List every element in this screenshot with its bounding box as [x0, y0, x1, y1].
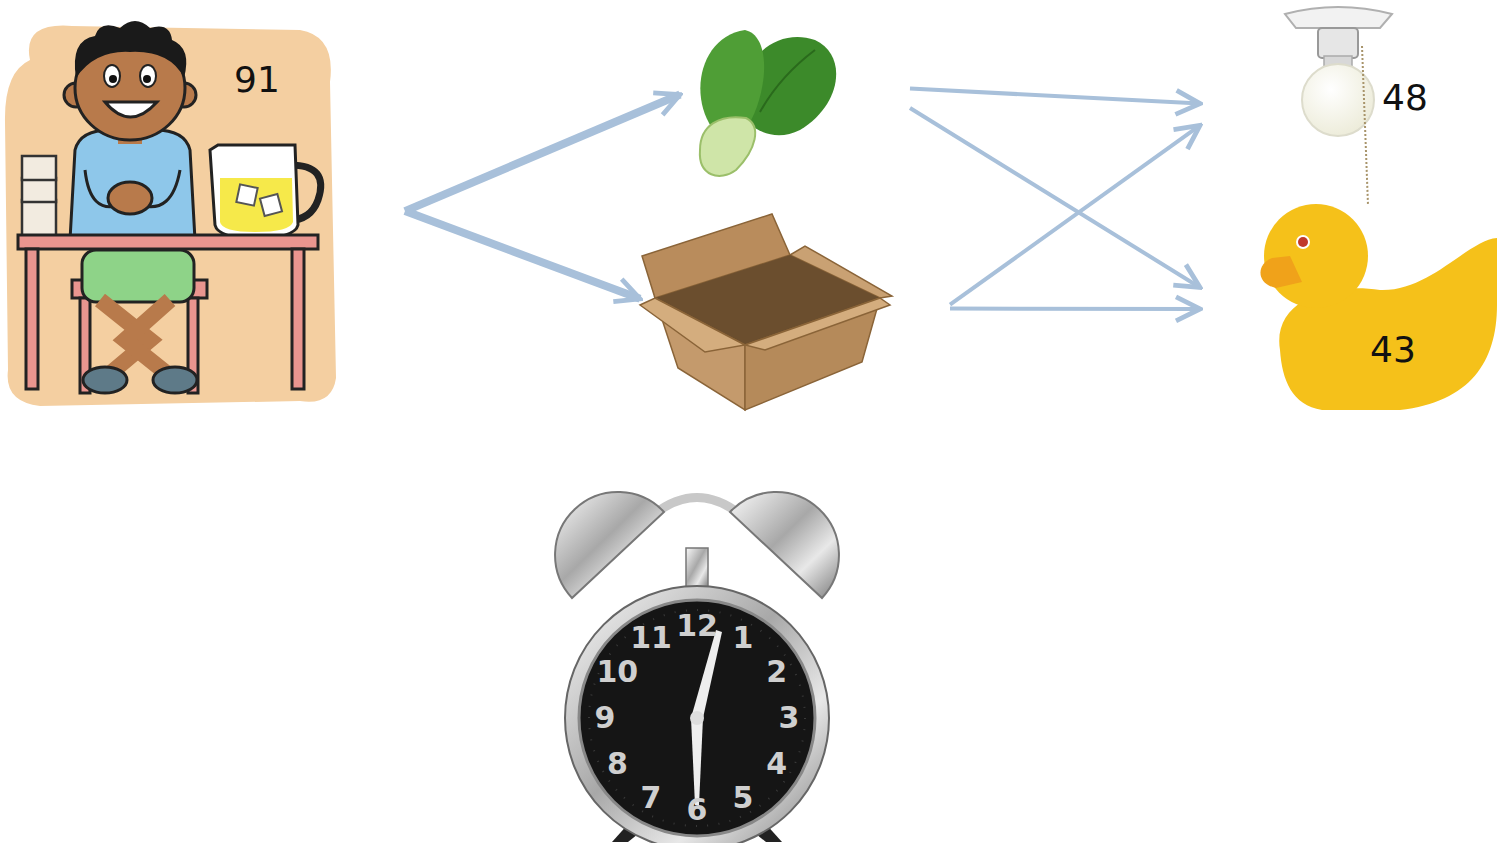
- clock-case: [565, 586, 829, 843]
- kid-leg: [125, 300, 170, 372]
- clock-knob: [686, 548, 708, 588]
- kid-eye: [104, 65, 120, 87]
- kid-shoe: [153, 367, 197, 393]
- callout-number: 48: [1363, 76, 1447, 120]
- clock-numeral: 9: [580, 700, 630, 736]
- illustration-node: 91: [0, 20, 405, 410]
- cardboard-box: [640, 214, 892, 410]
- socket: [1318, 28, 1358, 58]
- clock-bell: [730, 492, 839, 598]
- bok-choy: [700, 30, 836, 176]
- clock-hand: [691, 718, 703, 805]
- illustration-node: [640, 215, 950, 410]
- flow-arrow: [910, 89, 1200, 104]
- clock-numeral: 12: [672, 608, 722, 644]
- clock-hand: [691, 630, 722, 718]
- cup: [22, 156, 56, 180]
- callout-number: 43: [1351, 328, 1435, 372]
- duck-beak: [1260, 256, 1302, 288]
- lemonade: [220, 178, 293, 232]
- flow-arrow: [950, 125, 1200, 304]
- flow-arrow: [405, 211, 640, 299]
- kid-pupil: [109, 75, 117, 83]
- clock-numeral: 6: [672, 792, 722, 828]
- illustration-node: 43: [1200, 195, 1497, 410]
- callout-number: 91: [215, 58, 299, 102]
- clock-numeral: 8: [592, 746, 642, 782]
- clock-numeral: 3: [764, 700, 814, 736]
- pull-chain: [1362, 46, 1368, 205]
- stem: [700, 117, 755, 176]
- kid-shirt: [70, 130, 195, 240]
- flow-arrow: [405, 95, 680, 212]
- kid-shoe: [83, 367, 127, 393]
- clock-numeral: 11: [626, 620, 676, 656]
- leaf: [700, 30, 764, 128]
- cup: [22, 200, 56, 236]
- duck-head: [1264, 204, 1368, 308]
- kid-eye: [140, 65, 156, 87]
- illustration-node: [680, 30, 910, 180]
- kid-hair: [75, 21, 186, 78]
- kid-hands: [108, 182, 152, 214]
- ice-cube: [260, 194, 282, 216]
- clock-numeral: 7: [626, 780, 676, 816]
- box-flap: [745, 298, 890, 350]
- duck-eye-ring: [1296, 235, 1310, 249]
- table-top: [18, 235, 318, 249]
- clock-numeral: 10: [592, 654, 642, 690]
- kid-shorts: [82, 250, 194, 302]
- leaf-vein: [760, 50, 815, 112]
- clock-numeral: 2: [752, 654, 802, 690]
- light-bulb: [1285, 7, 1392, 205]
- clock-face: [579, 600, 815, 836]
- duck-eye: [1298, 237, 1308, 247]
- kid-smile: [105, 102, 157, 117]
- clock-numeral: 4: [752, 746, 802, 782]
- clock-bell: [555, 492, 664, 598]
- rubber-duck: [1260, 204, 1497, 410]
- clock-numeral: 5: [718, 780, 768, 816]
- flow-arrow: [950, 307, 1200, 311]
- illustration-node: 48: [1200, 5, 1440, 150]
- clock-numeral: 1: [718, 620, 768, 656]
- ceiling-fixture: [1285, 7, 1392, 28]
- lemonade-kid: [5, 21, 336, 406]
- flow-arrow: [910, 108, 1200, 287]
- box-flap: [640, 298, 745, 352]
- alarm-clock: [555, 492, 839, 843]
- cup: [22, 178, 56, 202]
- clock-pin: [690, 711, 704, 725]
- table-leg: [292, 249, 304, 389]
- kid-background: [5, 26, 336, 406]
- ice-cube: [236, 184, 257, 205]
- table-leg: [26, 249, 38, 389]
- pitcher: [210, 145, 298, 238]
- kid-pupil: [143, 75, 151, 83]
